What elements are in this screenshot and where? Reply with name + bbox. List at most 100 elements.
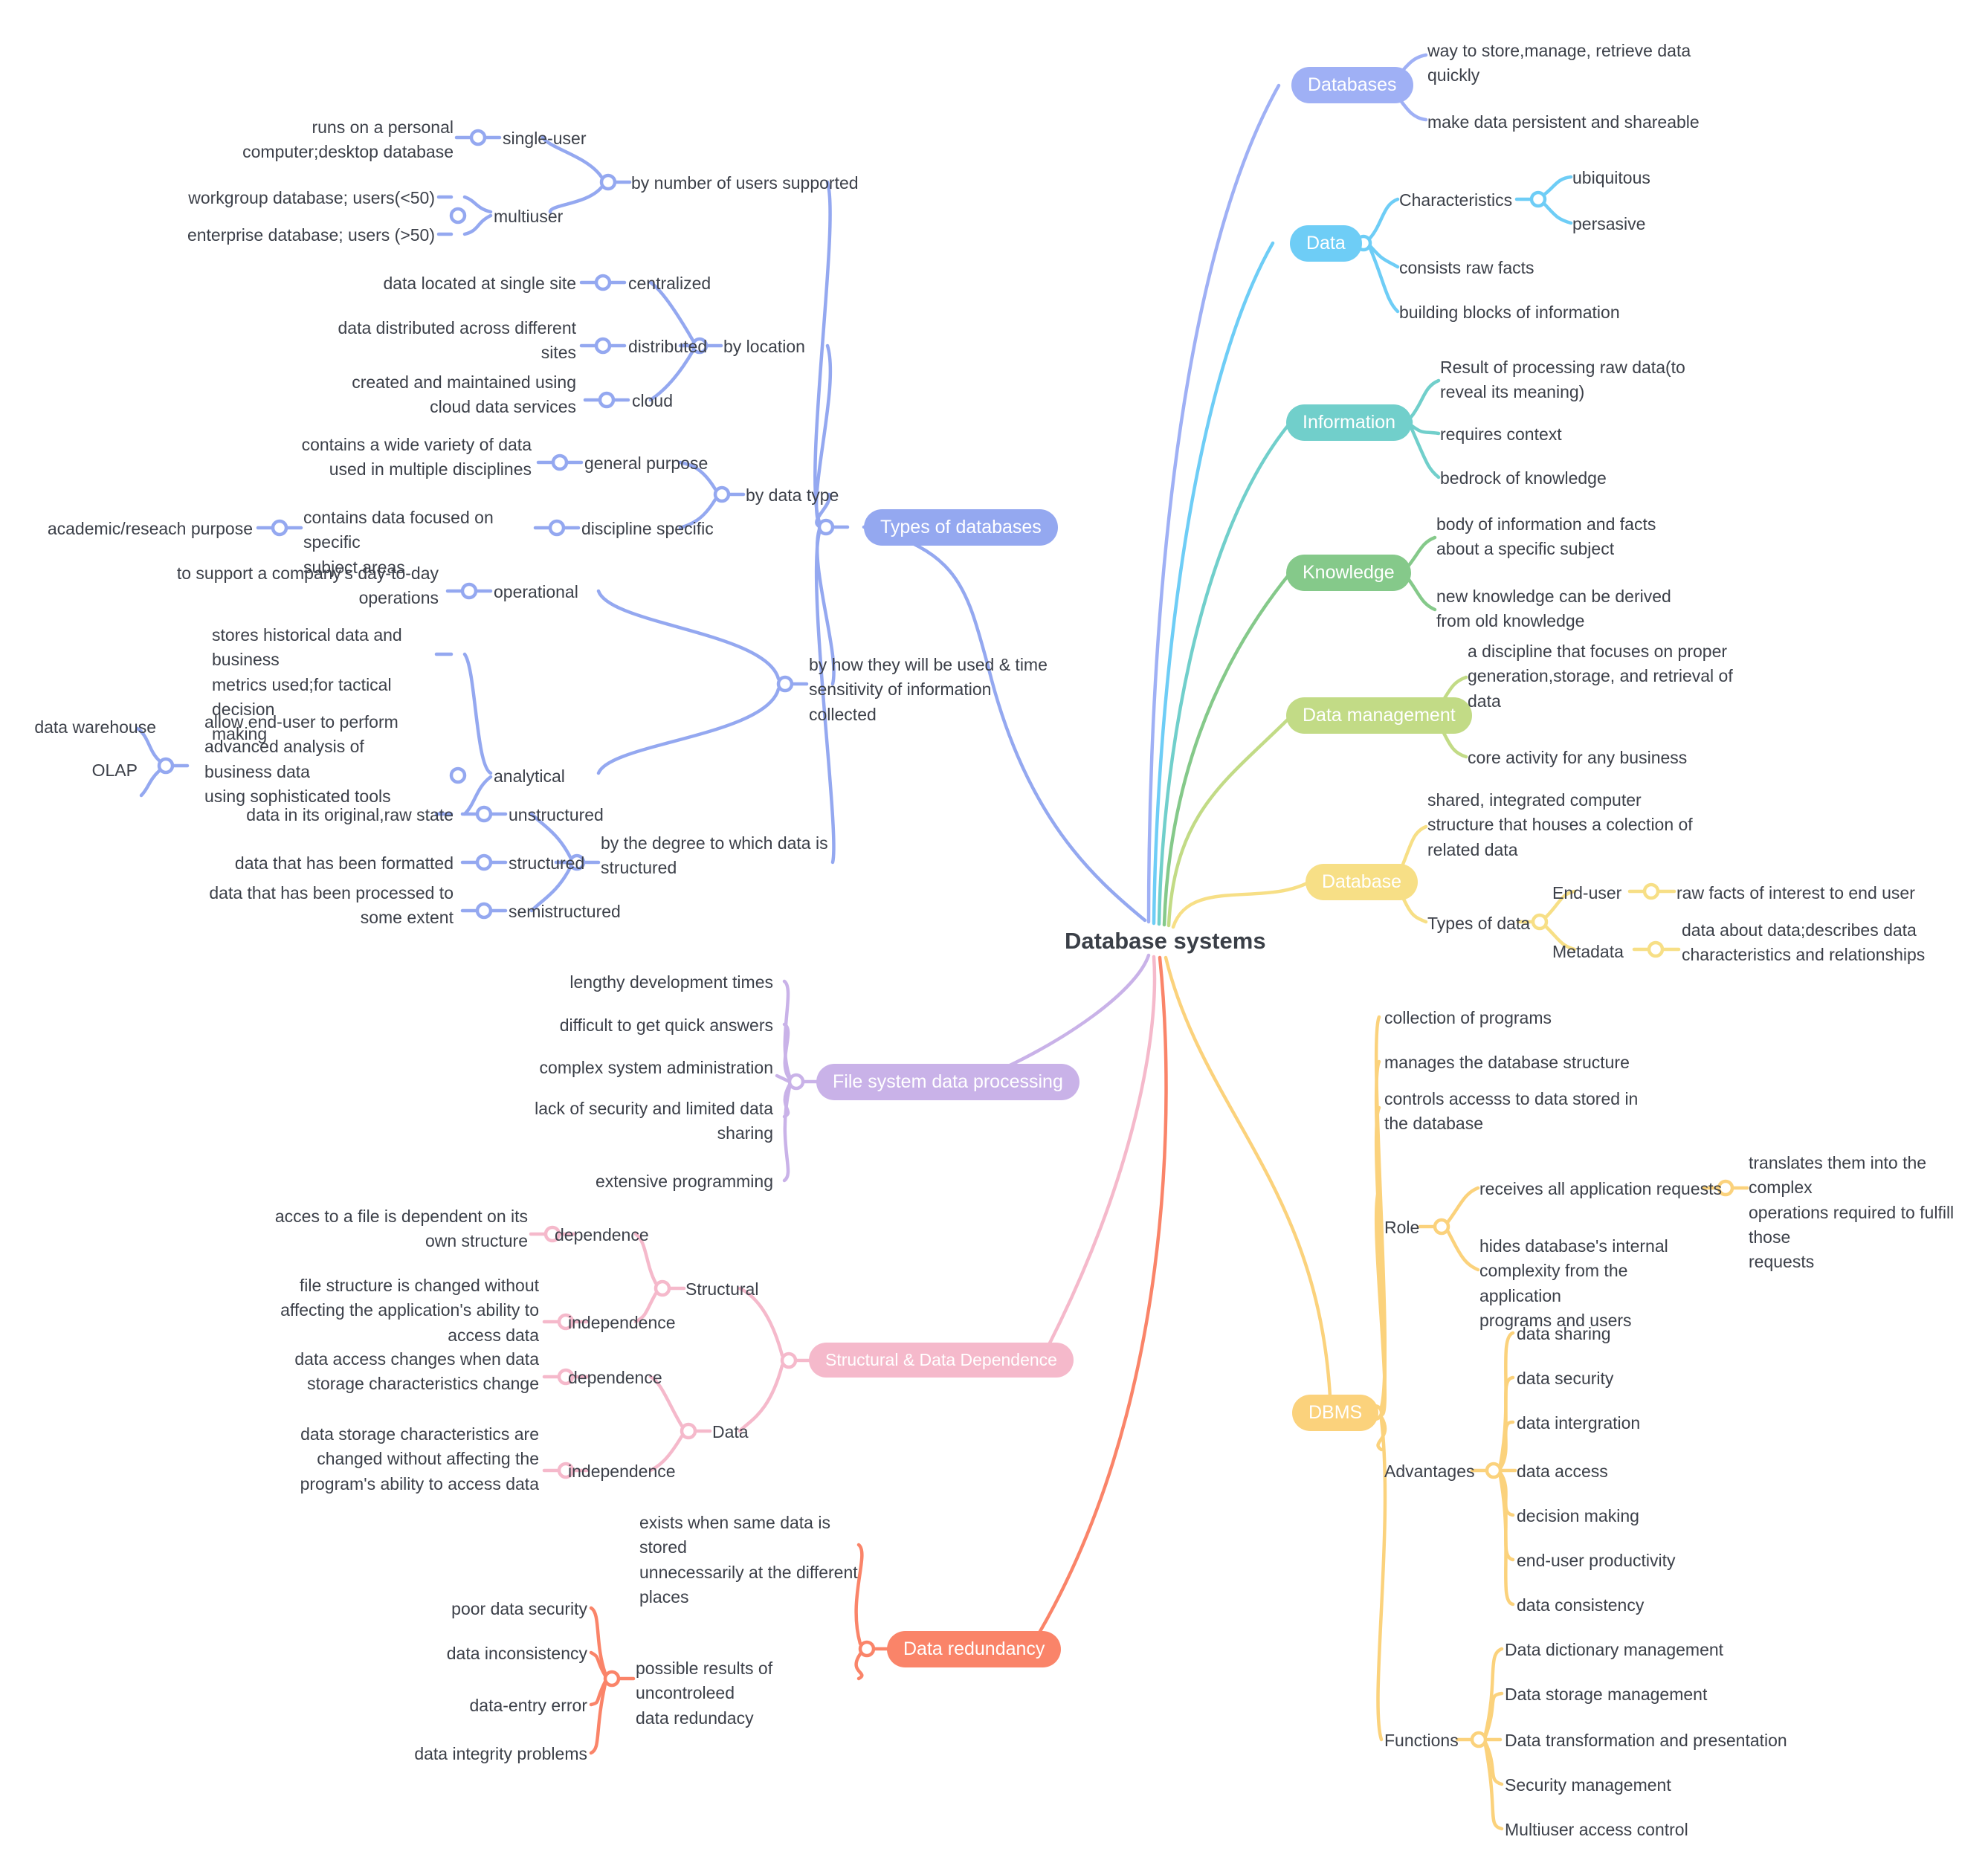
leaf-advantages-0[interactable]: data sharing <box>1517 1324 1611 1343</box>
leaf-data-2[interactable]: building blocks of information <box>1399 303 1620 322</box>
leaf-database-0[interactable]: shared, integrated computer structure th… <box>1427 790 1693 859</box>
node-by-number-of-users[interactable]: by number of users supported <box>631 173 859 193</box>
leaf-possible-results-0[interactable]: poor data security <box>451 1599 587 1618</box>
leaf-data-management-1[interactable]: core activity for any business <box>1468 748 1688 767</box>
node-possible-results[interactable]: possible results of uncontroleed data re… <box>636 1659 773 1728</box>
leaf-role-1[interactable]: hides database's internal complexity fro… <box>1479 1236 1668 1331</box>
leaf-dbms-0[interactable]: collection of programs <box>1384 1008 1552 1027</box>
leaf-general-purpose-0[interactable]: contains a wide variety of data used in … <box>301 435 532 479</box>
leaf-file-system-2[interactable]: complex system administration <box>539 1058 773 1077</box>
node-contains-data-focused[interactable]: contains data focused on specific subjec… <box>303 508 494 577</box>
node-centralized[interactable]: centralized <box>628 274 711 293</box>
leaf-analytical-0[interactable]: stores historical data and business metr… <box>212 625 402 744</box>
node-structural-independence[interactable]: independence <box>568 1313 676 1332</box>
node-structural[interactable]: Structural <box>685 1279 759 1299</box>
branch-node-data-management[interactable]: Data management <box>1286 697 1472 734</box>
leaf-advantages-1[interactable]: data security <box>1517 1369 1614 1388</box>
leaf-advantages-4[interactable]: decision making <box>1517 1506 1639 1525</box>
leaf-structured-0[interactable]: data that has been formatted <box>234 853 454 873</box>
node-dbms-functions[interactable]: Functions <box>1384 1731 1459 1750</box>
branch-node-databases[interactable]: Databases <box>1291 67 1413 103</box>
node-database-types-of-data[interactable]: Types of data <box>1427 914 1531 933</box>
node-operational[interactable]: operational <box>494 582 578 601</box>
leaf-advantages-5[interactable]: end-user productivity <box>1517 1551 1676 1570</box>
leaf-databases-0[interactable]: way to store,manage, retrieve data quick… <box>1427 41 1691 85</box>
leaf-multiuser-0[interactable]: workgroup database; users(<50) <box>188 188 435 207</box>
branch-node-dbms[interactable]: DBMS <box>1292 1395 1379 1431</box>
leaf-data-1[interactable]: consists raw facts <box>1399 258 1534 277</box>
node-data-characteristics[interactable]: Characteristics <box>1399 190 1513 210</box>
branch-node-types-of-databases[interactable]: Types of databases <box>864 509 1058 546</box>
node-semistructured[interactable]: semistructured <box>509 902 621 921</box>
leaf-centralized-0[interactable]: data located at single site <box>383 274 576 293</box>
leaf-operational-0[interactable]: to support a company's day-to-day operat… <box>176 564 439 608</box>
leaf-advantages-6[interactable]: data consistency <box>1517 1595 1645 1615</box>
node-by-how-used[interactable]: by how they will be used & time sensitiv… <box>809 655 1048 724</box>
node-by-degree-structured[interactable]: by the degree to which data is structure… <box>601 833 828 878</box>
node-structured[interactable]: structured <box>509 853 585 873</box>
leaf-information-0[interactable]: Result of processing raw data(to reveal … <box>1440 358 1685 402</box>
leaf-semistructured-0[interactable]: data that has been processed to some ext… <box>209 883 454 928</box>
leaf-role-0[interactable]: receives all application requests <box>1479 1179 1723 1198</box>
node-by-location[interactable]: by location <box>723 337 805 356</box>
leaf-role-0-0[interactable]: translates them into the complex operati… <box>1749 1153 1955 1272</box>
leaf-data-warehouse[interactable]: data warehouse <box>34 717 156 737</box>
leaf-characteristics-1[interactable]: persasive <box>1572 214 1646 233</box>
leaf-knowledge-1[interactable]: new knowledge can be derived from old kn… <box>1436 587 1671 631</box>
leaf-functions-0[interactable]: Data dictionary management <box>1505 1640 1724 1659</box>
node-general-purpose[interactable]: general purpose <box>584 453 709 473</box>
leaf-information-1[interactable]: requires context <box>1440 424 1562 444</box>
branch-node-knowledge[interactable]: Knowledge <box>1286 555 1411 591</box>
branch-node-file-system[interactable]: File system data processing <box>816 1064 1079 1100</box>
root-node[interactable]: Database systems <box>1065 928 1266 954</box>
leaf-file-system-1[interactable]: difficult to get quick answers <box>559 1015 773 1035</box>
node-metadata[interactable]: Metadata <box>1552 942 1624 961</box>
node-dbms-role[interactable]: Role <box>1384 1218 1420 1237</box>
node-discipline-specific[interactable]: discipline specific <box>581 519 714 538</box>
node-data-dep[interactable]: Data <box>712 1422 749 1441</box>
leaf-academic-purpose[interactable]: academic/reseach purpose <box>47 519 253 538</box>
leaf-end-user-0[interactable]: raw facts of interest to end user <box>1676 883 1915 902</box>
branch-node-database[interactable]: Database <box>1306 864 1419 900</box>
leaf-knowledge-0[interactable]: body of information and facts about a sp… <box>1436 514 1656 559</box>
node-unstructured[interactable]: unstructured <box>509 805 604 824</box>
leaf-advantages-3[interactable]: data access <box>1517 1462 1608 1481</box>
node-end-user[interactable]: End-user <box>1552 883 1622 902</box>
leaf-dbms-2[interactable]: controls accesss to data stored in the d… <box>1384 1089 1639 1134</box>
leaf-data-management-0[interactable]: a discipline that focuses on proper gene… <box>1468 642 1733 711</box>
leaf-possible-results-3[interactable]: data integrity problems <box>414 1744 587 1763</box>
leaf-olap[interactable]: OLAP <box>91 761 138 780</box>
leaf-databases-1[interactable]: make data persistent and shareable <box>1427 112 1700 132</box>
leaf-data-redundancy-0[interactable]: exists when same data is stored unnecess… <box>639 1513 858 1607</box>
node-allow-end-user[interactable]: allow end-user to perform advanced analy… <box>204 712 398 807</box>
branch-node-structural-data-dependence[interactable]: Structural & Data Dependence <box>809 1343 1074 1378</box>
node-data-dependence[interactable]: dependence <box>568 1368 662 1387</box>
leaf-possible-results-1[interactable]: data inconsistency <box>446 1644 587 1663</box>
node-structural-dependence[interactable]: dependence <box>555 1225 649 1244</box>
leaf-data-independence-0[interactable]: data storage characteristics are changed… <box>300 1424 539 1494</box>
branch-node-information[interactable]: Information <box>1286 404 1413 441</box>
leaf-possible-results-2[interactable]: data-entry error <box>469 1696 587 1715</box>
node-cloud[interactable]: cloud <box>632 391 673 410</box>
leaf-advantages-2[interactable]: data intergration <box>1517 1413 1641 1433</box>
leaf-functions-2[interactable]: Data transformation and presentation <box>1505 1731 1787 1750</box>
leaf-functions-1[interactable]: Data storage management <box>1505 1685 1708 1704</box>
leaf-file-system-0[interactable]: lengthy development times <box>569 972 773 992</box>
leaf-structural-independence-0[interactable]: file structure is changed without affect… <box>280 1276 539 1345</box>
leaf-single-user-0[interactable]: runs on a personal computer;desktop data… <box>242 117 454 162</box>
node-data-independence[interactable]: independence <box>568 1462 676 1481</box>
leaf-functions-4[interactable]: Multiuser access control <box>1505 1820 1688 1839</box>
leaf-distributed-0[interactable]: data distributed across different sites <box>338 318 576 363</box>
leaf-file-system-4[interactable]: extensive programming <box>595 1172 773 1191</box>
leaf-metadata-0[interactable]: data about data;describes data character… <box>1682 920 1926 965</box>
leaf-structural-dependence-0[interactable]: acces to a file is dependent on its own … <box>274 1207 528 1251</box>
leaf-cloud-0[interactable]: created and maintained using cloud data … <box>352 372 576 417</box>
leaf-unstructured-0[interactable]: data in its original,raw state <box>246 805 454 824</box>
branch-node-data[interactable]: Data <box>1290 225 1362 262</box>
node-by-data-type[interactable]: by data type <box>746 485 839 505</box>
node-multiuser[interactable]: multiuser <box>494 207 564 226</box>
leaf-file-system-3[interactable]: lack of security and limited data sharin… <box>535 1099 773 1143</box>
leaf-data-dependence-0[interactable]: data access changes when data storage ch… <box>294 1349 539 1394</box>
leaf-functions-3[interactable]: Security management <box>1505 1775 1671 1795</box>
node-single-user[interactable]: single-user <box>503 129 587 148</box>
